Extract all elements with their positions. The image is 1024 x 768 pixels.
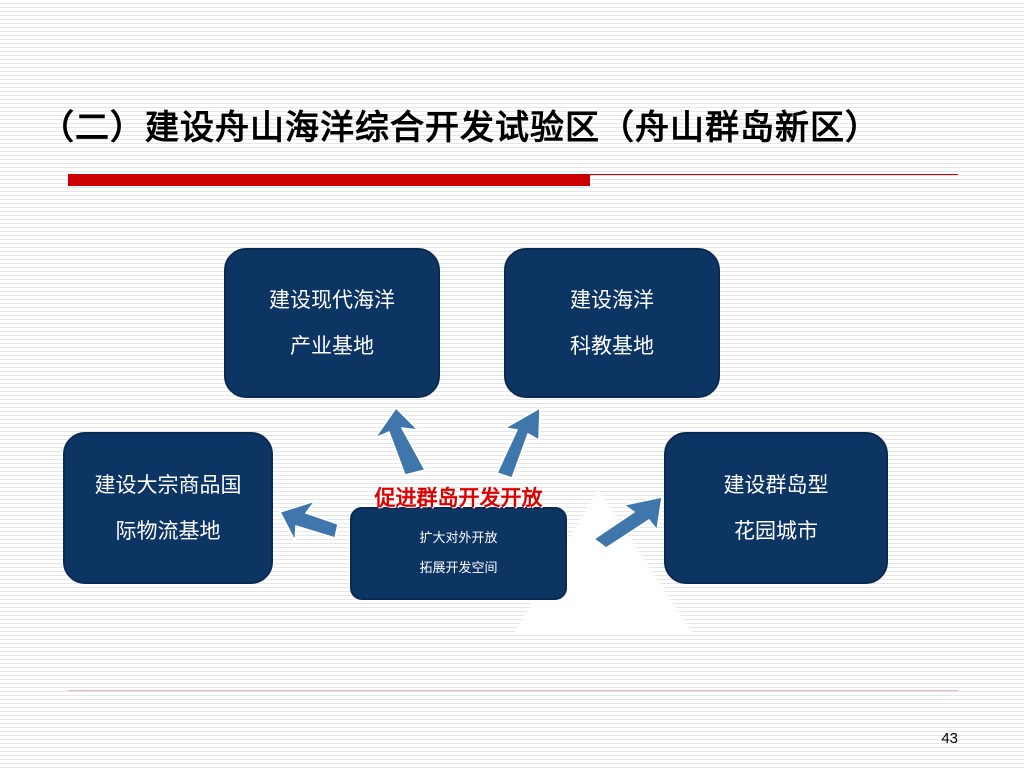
node-label-line1: 建设大宗商品国 — [94, 473, 242, 497]
node-label-line2: 产业基地 — [290, 334, 374, 358]
node-label-line2: 科教基地 — [570, 334, 654, 358]
node-label-line2: 花园城市 — [734, 519, 818, 543]
center-line1: 扩大对外开放 — [419, 530, 498, 546]
arrow-to-top-left — [372, 406, 427, 476]
center-node: 扩大对外开放 拓展开发空间 — [350, 507, 567, 600]
node-island-garden-city: 建设群岛型 花园城市 — [664, 432, 888, 584]
node-label-line1: 建设现代海洋 — [269, 288, 395, 312]
node-label-line2: 际物流基地 — [115, 519, 221, 543]
center-title: 促进群岛开发开放 — [374, 485, 543, 510]
page-number: 43 — [941, 730, 958, 747]
slide-title: （二）建设舟山海洋综合开发试验区（舟山群岛新区） — [40, 108, 880, 148]
arrow-to-left — [278, 499, 339, 544]
node-label-line1: 建设海洋 — [570, 288, 654, 312]
footer-divider — [68, 690, 958, 691]
title-underline-thin — [590, 174, 958, 175]
arrow-to-right — [592, 496, 663, 549]
title-underline-thick — [68, 174, 590, 186]
node-modern-marine-industry: 建设现代海洋 产业基地 — [224, 248, 440, 398]
node-commodity-logistics: 建设大宗商品国 际物流基地 — [63, 432, 273, 584]
node-label-line1: 建设群岛型 — [723, 473, 829, 497]
center-line2: 拓展开发空间 — [419, 560, 498, 576]
arrow-to-top-right — [495, 406, 541, 479]
node-marine-science-education: 建设海洋 科教基地 — [504, 248, 720, 398]
